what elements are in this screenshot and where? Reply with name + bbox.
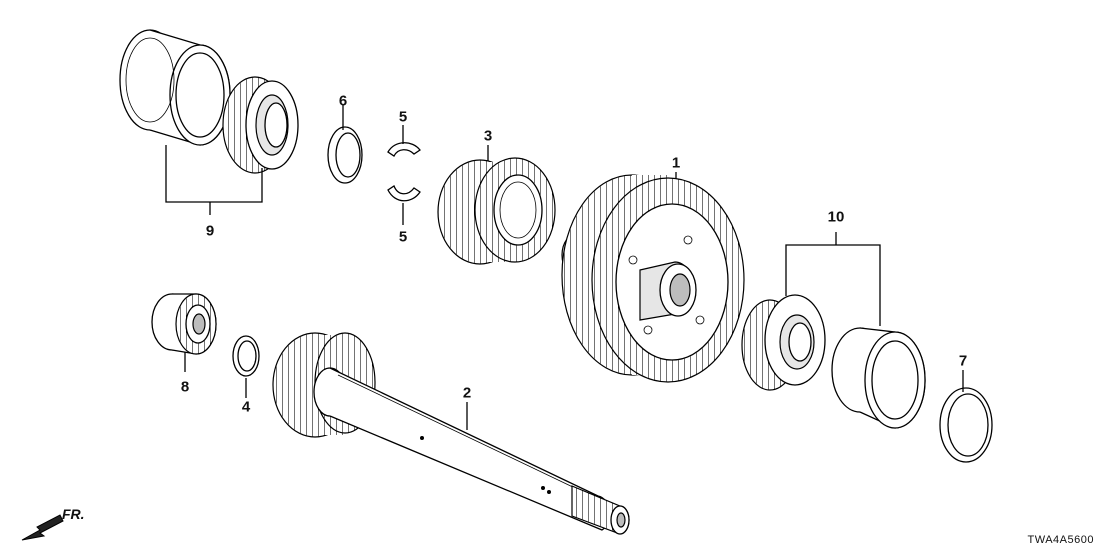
part-5-cotter-lower	[387, 185, 421, 225]
part-9-roller-bearing	[222, 76, 299, 174]
callout-6: 6	[338, 92, 348, 110]
front-direction-label: FR.	[62, 506, 85, 522]
callout-5-lower: 5	[398, 228, 408, 246]
part-4-ring	[232, 335, 260, 398]
front-direction-arrow-icon	[21, 514, 64, 541]
part-3-gear	[437, 145, 556, 265]
part-6-ring	[327, 105, 363, 184]
callout-1: 1	[671, 154, 681, 172]
part-7-shim	[939, 370, 993, 463]
part-5-cotter-upper	[387, 125, 421, 157]
callout-4: 4	[241, 398, 251, 416]
callout-7: 7	[958, 352, 968, 370]
callout-8: 8	[180, 378, 190, 396]
bracket-10	[785, 232, 881, 326]
bracket-9	[165, 145, 263, 215]
callout-10: 10	[827, 208, 845, 226]
callout-9: 9	[205, 222, 215, 240]
part-8-bearing	[151, 293, 217, 372]
part-9-bearing-race	[119, 29, 231, 146]
callout-5-upper: 5	[398, 108, 408, 126]
part-10-roller-bearing	[741, 294, 826, 391]
callout-3: 3	[483, 127, 493, 145]
diagram-code: TWA4A5600	[1027, 534, 1094, 546]
part-10-bearing-race	[831, 327, 926, 429]
part-2-shaft	[272, 332, 630, 535]
part-1-large-gear	[561, 172, 745, 383]
callout-2: 2	[462, 384, 472, 402]
